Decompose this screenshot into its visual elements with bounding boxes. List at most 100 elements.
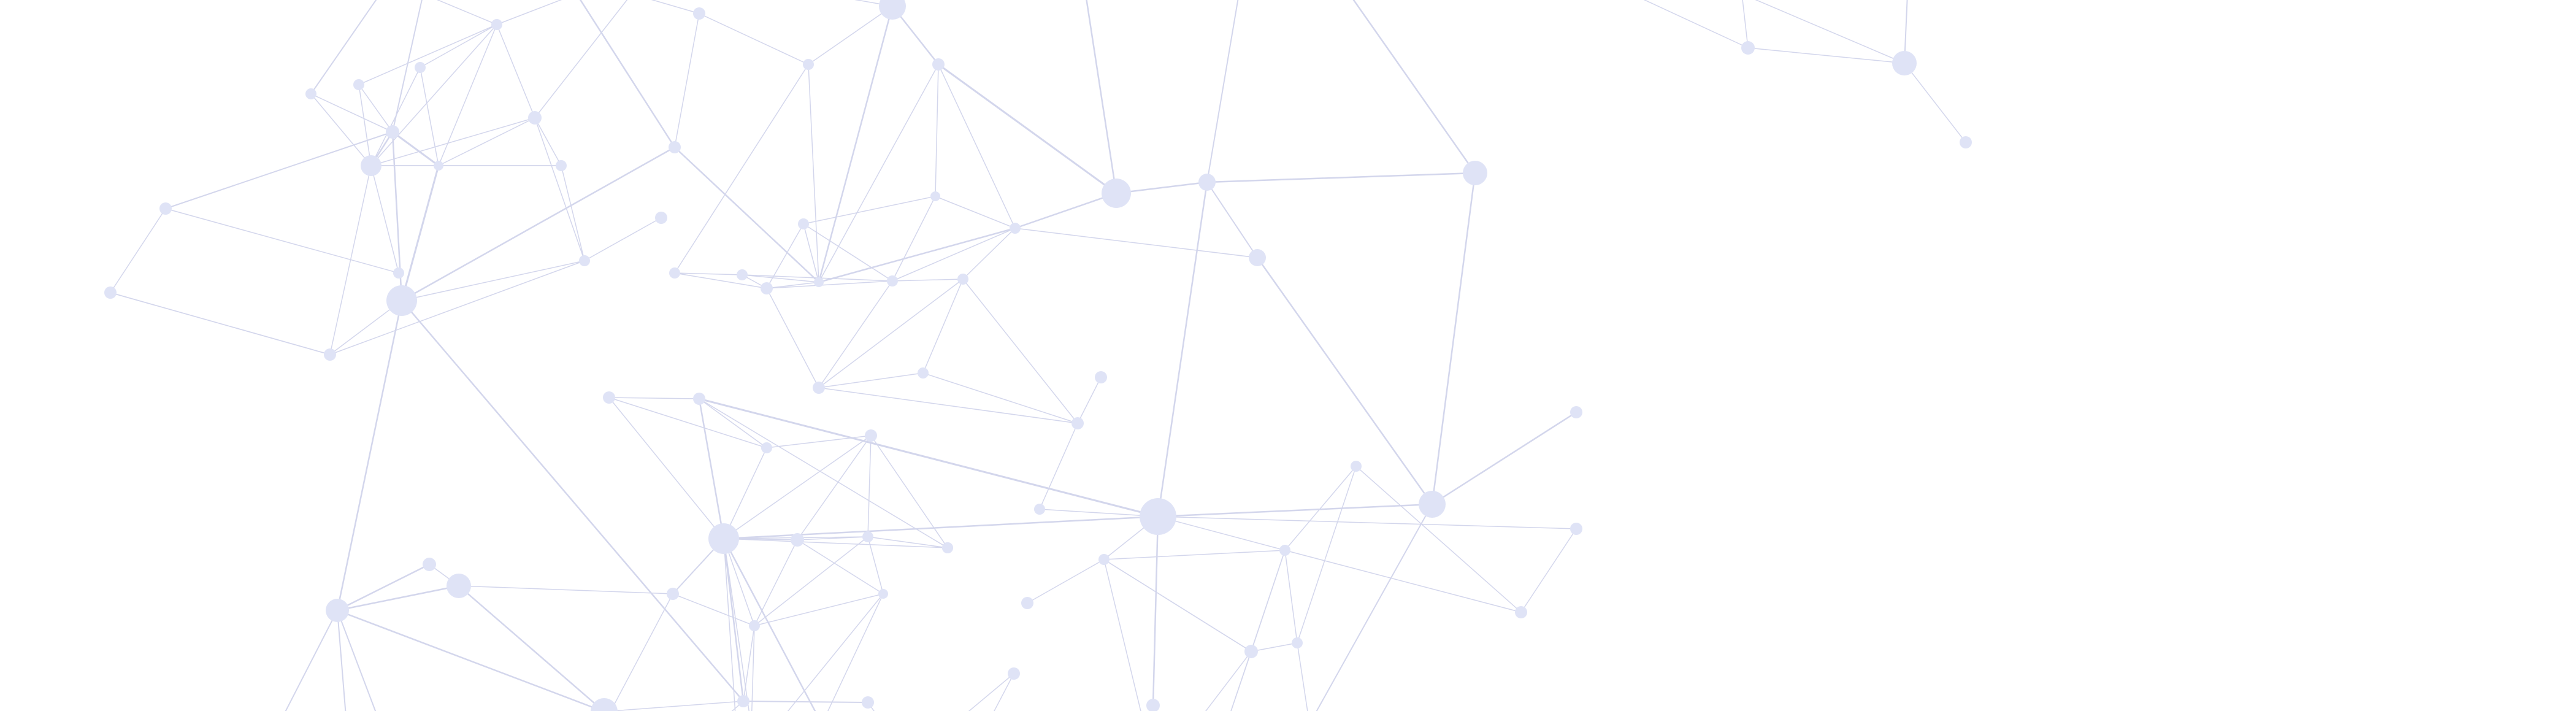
network-node bbox=[159, 202, 172, 215]
network-edge bbox=[935, 64, 939, 197]
network-edge bbox=[438, 24, 497, 166]
network-node bbox=[1146, 699, 1160, 711]
network-node bbox=[957, 274, 968, 285]
network-edge bbox=[1230, 550, 1286, 711]
network-edge bbox=[165, 208, 399, 274]
network-edge bbox=[608, 397, 767, 448]
network-edge bbox=[803, 223, 819, 283]
network-edge bbox=[458, 585, 605, 711]
network-node bbox=[798, 218, 809, 229]
network-edge bbox=[1157, 181, 1208, 518]
network-edge bbox=[561, 165, 585, 261]
network-node bbox=[1741, 41, 1755, 55]
network-edge bbox=[358, 84, 393, 133]
network-node bbox=[1463, 161, 1487, 185]
network-node bbox=[1010, 223, 1021, 234]
network-edge bbox=[797, 435, 872, 540]
network-edge bbox=[1014, 228, 1258, 258]
network-edge bbox=[1152, 515, 1159, 707]
network-edge bbox=[962, 228, 1016, 280]
network-edge bbox=[766, 288, 819, 388]
network-edge bbox=[892, 196, 936, 282]
network-edge bbox=[110, 208, 166, 293]
network-node bbox=[1008, 667, 1020, 680]
network-node bbox=[1419, 491, 1446, 518]
network-node bbox=[1960, 136, 1972, 148]
network-node bbox=[1570, 523, 1582, 535]
network-edge bbox=[808, 6, 893, 65]
network-node bbox=[1279, 545, 1290, 556]
network-edge bbox=[391, 131, 440, 167]
network-edge bbox=[534, 117, 585, 261]
network-node bbox=[814, 277, 824, 287]
network-node bbox=[1071, 417, 1084, 429]
network-edge bbox=[787, 593, 884, 711]
network-node bbox=[667, 588, 679, 600]
network-edge bbox=[1103, 550, 1286, 560]
network-edge bbox=[723, 537, 745, 702]
network-node bbox=[791, 533, 804, 547]
network-edge bbox=[922, 372, 1078, 424]
network-node bbox=[386, 285, 417, 316]
network-edge bbox=[742, 274, 819, 283]
network-node bbox=[803, 59, 814, 70]
network-node bbox=[591, 698, 618, 711]
network-edge bbox=[584, 217, 662, 261]
network-edge bbox=[1755, 0, 1905, 64]
network-edge bbox=[698, 398, 1159, 518]
network-node bbox=[1249, 249, 1266, 266]
network-node bbox=[579, 255, 590, 266]
network-edge bbox=[803, 223, 893, 282]
network-edge bbox=[370, 24, 497, 166]
network-edges bbox=[110, 0, 1966, 711]
network-edge bbox=[1230, 651, 1252, 711]
network-node bbox=[326, 599, 349, 622]
network-node bbox=[737, 695, 749, 707]
network-edge bbox=[723, 538, 755, 626]
network-edge bbox=[803, 196, 936, 225]
network-edge bbox=[1352, 0, 1476, 174]
network-edge bbox=[420, 67, 439, 166]
network-edge bbox=[370, 117, 535, 166]
network-edge bbox=[751, 625, 755, 711]
network-node bbox=[361, 155, 381, 176]
network-edge bbox=[723, 538, 736, 711]
network-node bbox=[1570, 406, 1582, 418]
network-edge bbox=[867, 536, 884, 594]
network-edge bbox=[336, 609, 605, 711]
network-node bbox=[862, 696, 874, 709]
network-node bbox=[749, 620, 760, 631]
network-edge bbox=[818, 279, 964, 388]
network-node bbox=[669, 141, 681, 153]
network-edge bbox=[370, 67, 421, 166]
network-node bbox=[305, 88, 316, 99]
network-node bbox=[761, 442, 772, 453]
network-edge bbox=[1157, 516, 1286, 551]
network-edge bbox=[437, 0, 497, 25]
network-edge bbox=[337, 610, 347, 711]
network-node bbox=[942, 542, 953, 553]
network-edge bbox=[754, 539, 798, 626]
network-edge bbox=[723, 538, 948, 548]
network-node bbox=[1892, 51, 1917, 75]
network-node bbox=[737, 269, 748, 280]
network-edge bbox=[818, 64, 939, 283]
network-edge bbox=[962, 279, 1078, 424]
network-edge bbox=[1643, 0, 1749, 48]
network-edge bbox=[1115, 181, 1208, 194]
network-node bbox=[393, 267, 404, 279]
network-edge bbox=[420, 24, 497, 68]
network-edge bbox=[496, 24, 535, 118]
network-edge bbox=[336, 585, 460, 612]
network-node bbox=[423, 558, 436, 571]
network-edge bbox=[1206, 0, 1239, 183]
network-edge bbox=[606, 701, 744, 711]
network-edge bbox=[818, 387, 1078, 424]
network-node bbox=[528, 111, 542, 125]
network-edge bbox=[723, 537, 816, 711]
network-edge bbox=[1039, 509, 1159, 517]
network-edge bbox=[1355, 466, 1522, 613]
network-edge bbox=[1297, 642, 1308, 711]
